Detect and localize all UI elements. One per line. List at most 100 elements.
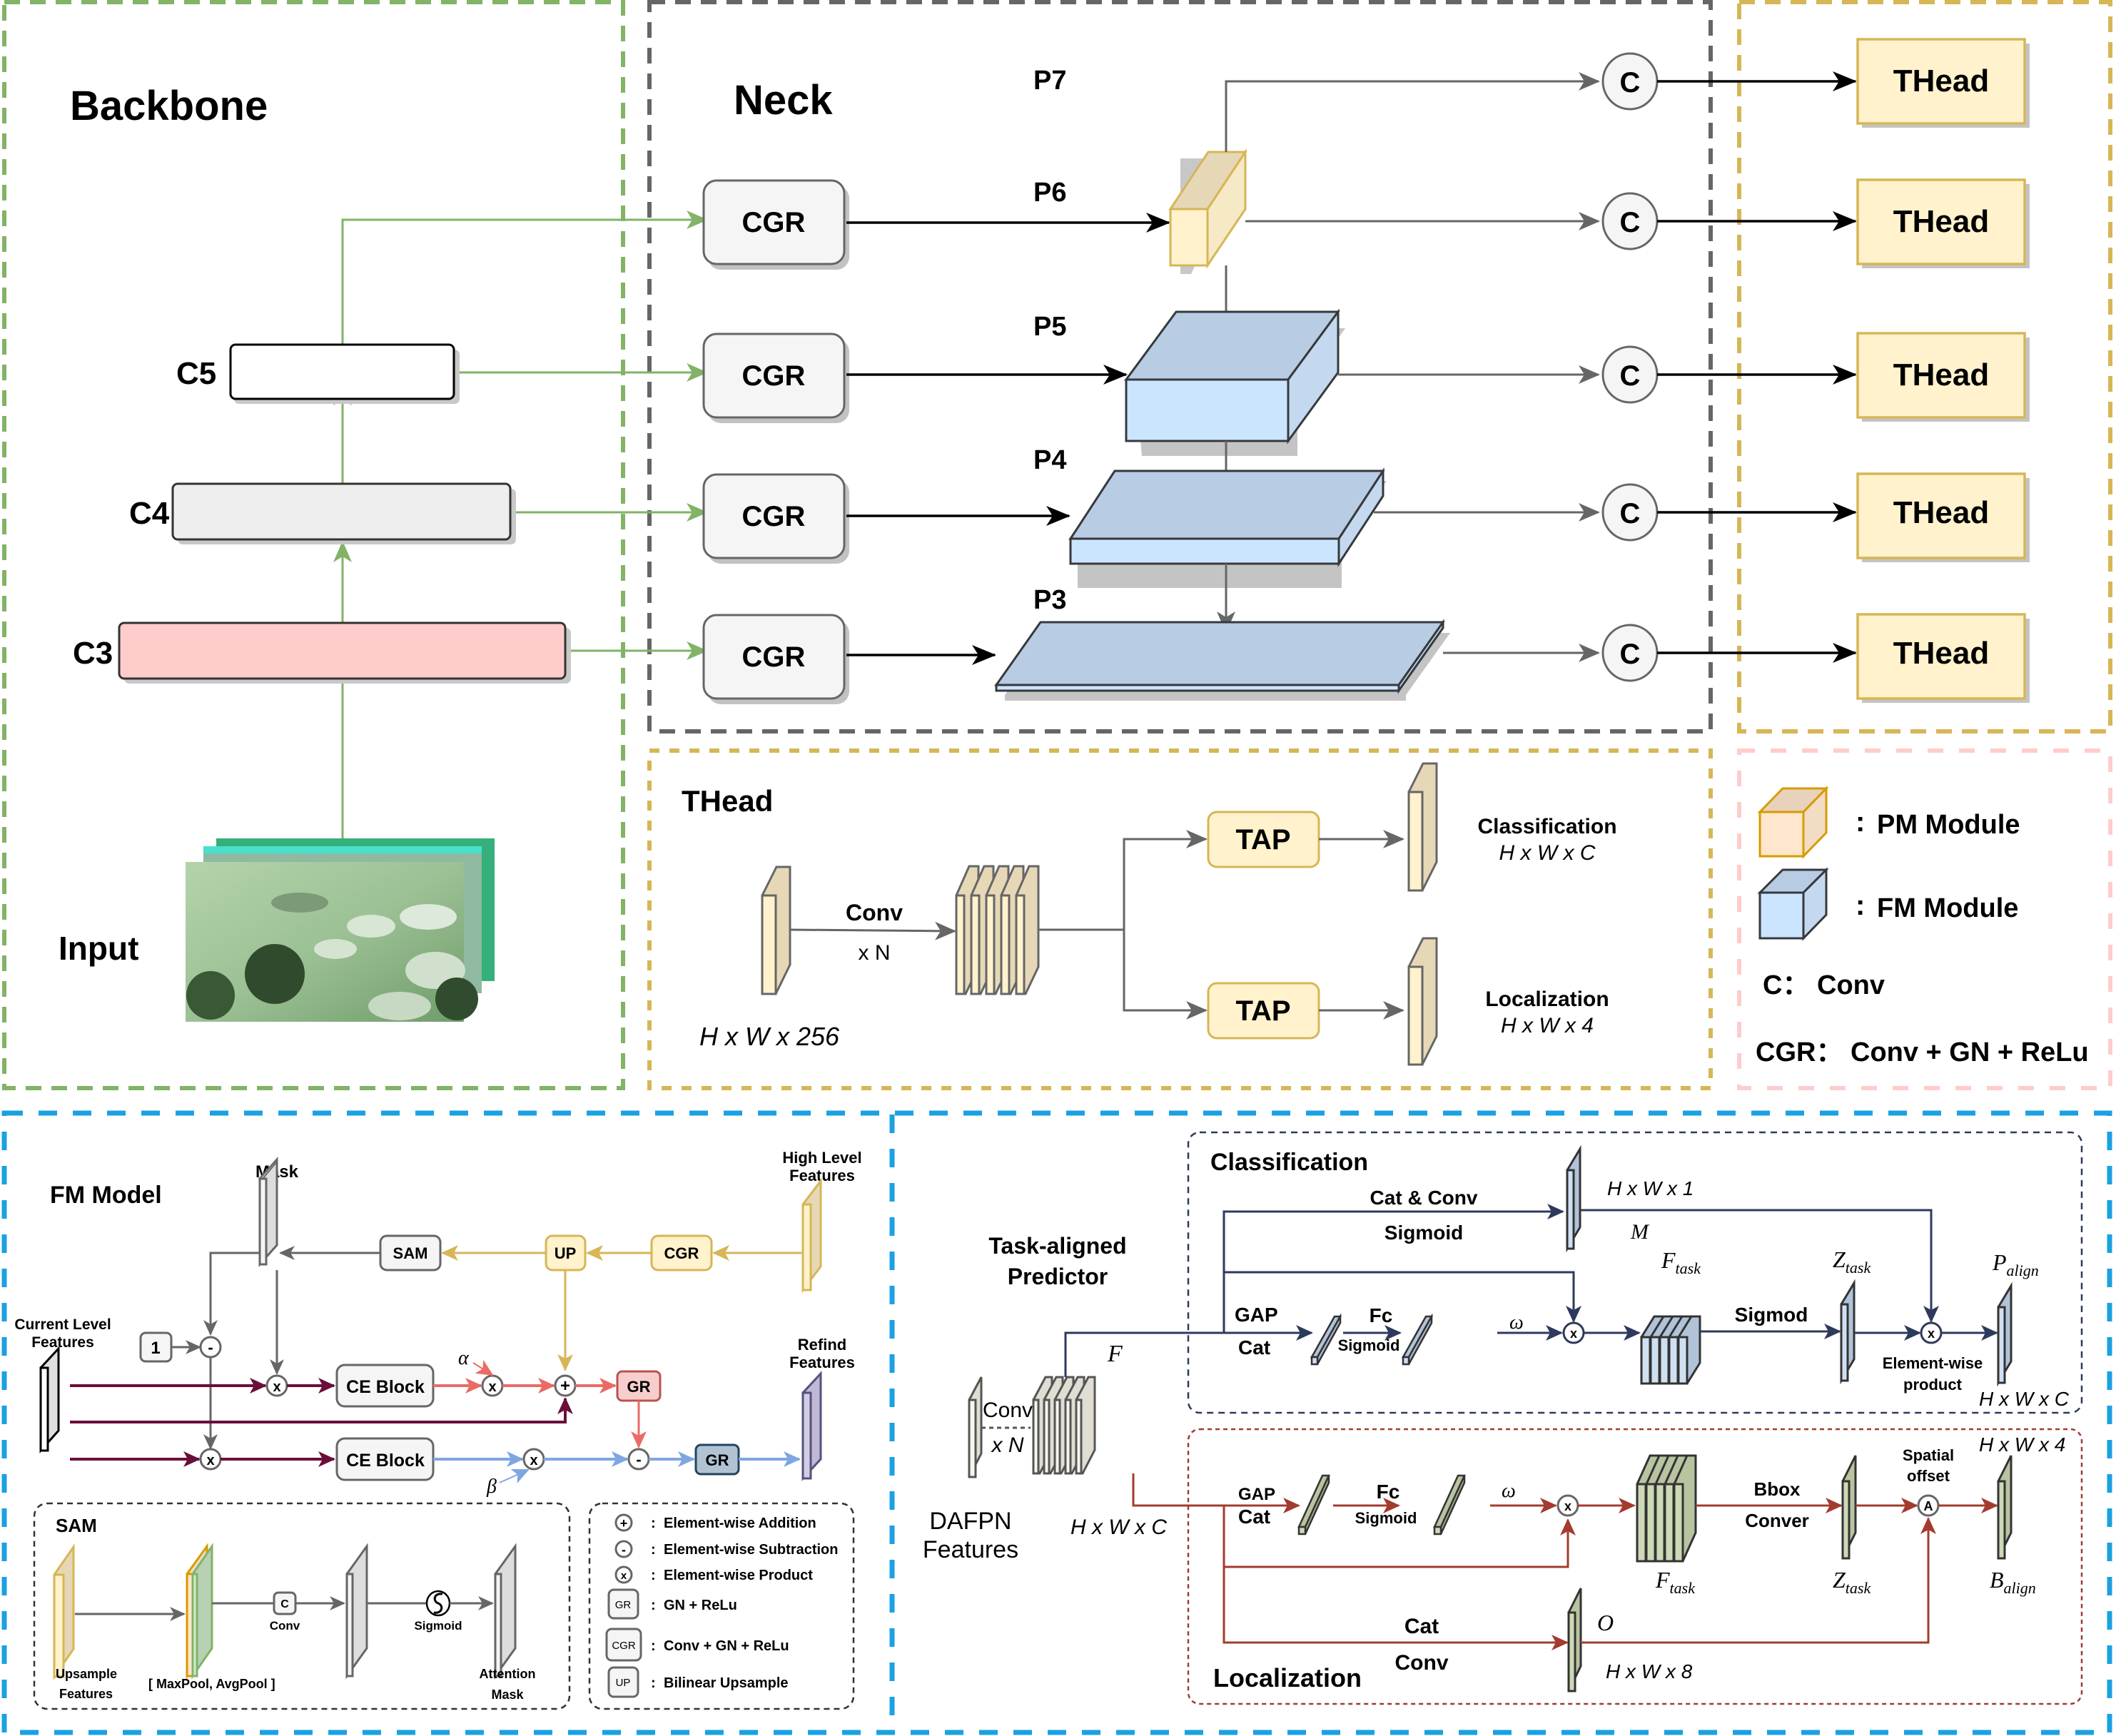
cgr-block-p4: CGR — [702, 473, 849, 564]
stage-box — [171, 482, 512, 541]
fm-mul-op-alpha: x — [481, 1374, 504, 1397]
op-mul: x — [206, 1453, 214, 1468]
cls-omega-label: ω — [1509, 1311, 1524, 1334]
cls-ftask-label: Ftask — [1661, 1247, 1701, 1277]
ztask-sub: task — [1846, 1579, 1872, 1597]
legend-op-text: Bilinear Upsample — [664, 1675, 789, 1691]
cls-fc-sigmoid-label: Sigmoid — [1338, 1336, 1400, 1354]
loc-o-dims: H x W x 8 — [1606, 1660, 1693, 1682]
fm-mul-op-2: x — [199, 1448, 222, 1471]
sam-pool-label: [ MaxPool, AvgPool ] — [148, 1677, 275, 1691]
arrow-m-mul2 — [1580, 1209, 1939, 1323]
fm-add-op: + — [554, 1374, 577, 1397]
legend-op-gr: GR:GN + ReLu — [607, 1588, 737, 1620]
legend-op-colon: : — [651, 1568, 656, 1583]
fm-module-p3 — [994, 619, 1450, 701]
sam-conv-short: C — [280, 1598, 289, 1610]
conv-node-p5: C — [1601, 345, 1659, 404]
arrow-thead-tap-cls — [1038, 830, 1208, 931]
loc-balign-label: Balign — [1990, 1567, 2036, 1597]
level-p4: P4 — [1033, 445, 1066, 475]
cls-ew-product-1: Element-wise — [1883, 1354, 1983, 1372]
loc-fc-label: Fc — [1377, 1481, 1400, 1503]
dafpn-label-2: Features — [923, 1536, 1018, 1563]
loc-spatial-label-1: Spatial — [1903, 1446, 1954, 1464]
arrow-loc-mul1 — [1222, 1506, 1576, 1568]
loc-output-dims: H x W x 4 — [1501, 1014, 1594, 1037]
loc-conv2-label: Conv — [1395, 1651, 1449, 1675]
tap-title-1: Task-aligned — [988, 1233, 1126, 1259]
legend-op-symbol: - — [622, 1543, 626, 1557]
conv-node-p3: C — [1601, 624, 1659, 682]
legend-op-text: GN + ReLu — [664, 1598, 737, 1613]
cls-m-label: M — [1630, 1220, 1650, 1244]
loc-ftask-stack — [1636, 1454, 1697, 1563]
cgr-label: CGR — [742, 501, 806, 532]
loc-o-label: O — [1597, 1610, 1614, 1635]
legend-op-mul: x:Element-wise Product — [614, 1565, 813, 1584]
fm-high-level-label-1: High Level — [782, 1149, 861, 1167]
legend-op-text: Conv + GN + ReLu — [664, 1638, 789, 1654]
conv-node-p7: C — [1601, 52, 1659, 111]
legend-pm-colon: : — [1856, 806, 1865, 838]
conv-label: C — [1620, 207, 1641, 238]
arrow-cur-add — [70, 1397, 573, 1423]
legend-pm-cube-icon — [1757, 786, 1829, 859]
cls-ztask-label: Ztask — [1833, 1247, 1871, 1276]
legend-op-symbol: UP — [616, 1677, 631, 1689]
cls-m-feature — [1566, 1144, 1581, 1253]
cls-ztask-feature — [1840, 1279, 1856, 1385]
sam-mid-feature — [345, 1543, 368, 1680]
sam-attention-label-2: Mask — [491, 1687, 524, 1702]
op-mul: x — [1570, 1326, 1577, 1341]
fm-gr-block-2: GR — [694, 1443, 740, 1476]
sigmoid-icon — [425, 1590, 451, 1617]
legend-op-colon: : — [651, 1598, 656, 1613]
loc-spatial-label-2: offset — [1907, 1467, 1950, 1485]
ftask-main: F — [1655, 1567, 1670, 1593]
conv-label: C — [1620, 360, 1641, 392]
sam-attention-feature — [494, 1543, 517, 1680]
stage-box — [118, 621, 567, 680]
cgr-block-p5: CGR — [702, 333, 849, 423]
fm-refined-label-2: Features — [789, 1354, 855, 1371]
alpha-label: α — [458, 1347, 470, 1369]
cls-output-dims: H x W x C — [1499, 841, 1596, 865]
loc-conver-label: Conver — [1745, 1510, 1809, 1531]
cls-gap-label: GAP — [1235, 1304, 1278, 1326]
fm-gr-block-1: GR — [616, 1370, 662, 1402]
loc-output-feature — [1407, 937, 1438, 1066]
legend-op-sub: -:Element-wise Subtraction — [614, 1540, 839, 1558]
loc-bbox-label: Bbox — [1754, 1478, 1801, 1500]
thead-conv-stack — [955, 865, 1040, 995]
gr-label: GR — [627, 1378, 651, 1396]
cls-cat-label: Cat — [1238, 1336, 1270, 1359]
ztask-sub: task — [1846, 1259, 1872, 1276]
tap-title-2: Predictor — [1008, 1264, 1108, 1289]
stage-box — [229, 343, 455, 400]
cls-sigmoid-label: Sigmoid — [1384, 1222, 1463, 1244]
tap-f-dims: H x W x C — [1070, 1516, 1167, 1539]
legend-op-symbol: x — [621, 1570, 627, 1582]
op-mul: x — [273, 1379, 280, 1395]
cls-ew-product-2: product — [1903, 1376, 1963, 1394]
palign-sub: align — [2007, 1262, 2039, 1279]
thead-box-1: THead — [1856, 38, 2030, 128]
thead-box-3: THead — [1856, 332, 2030, 422]
op-add: + — [560, 1376, 570, 1396]
input-image-stack — [186, 838, 495, 1022]
classification-box — [1187, 1131, 2083, 1414]
cgr-block-p6: CGR — [702, 179, 849, 270]
legend-op-colon: : — [651, 1675, 656, 1691]
classification-title: Classification — [1210, 1149, 1368, 1176]
fm-mask-feature — [258, 1157, 278, 1267]
thead-label: THead — [1893, 64, 1989, 98]
legend-fm-cube-icon — [1757, 867, 1829, 941]
fm-model-title: FM Model — [50, 1182, 162, 1209]
level-p6: P6 — [1033, 178, 1066, 208]
op-mul: x — [1928, 1326, 1935, 1341]
input-label: Input — [59, 930, 138, 967]
arrow-thead-conv — [789, 921, 956, 940]
tap-block-loc: TAP — [1207, 982, 1320, 1040]
op-sub: - — [208, 1339, 213, 1356]
